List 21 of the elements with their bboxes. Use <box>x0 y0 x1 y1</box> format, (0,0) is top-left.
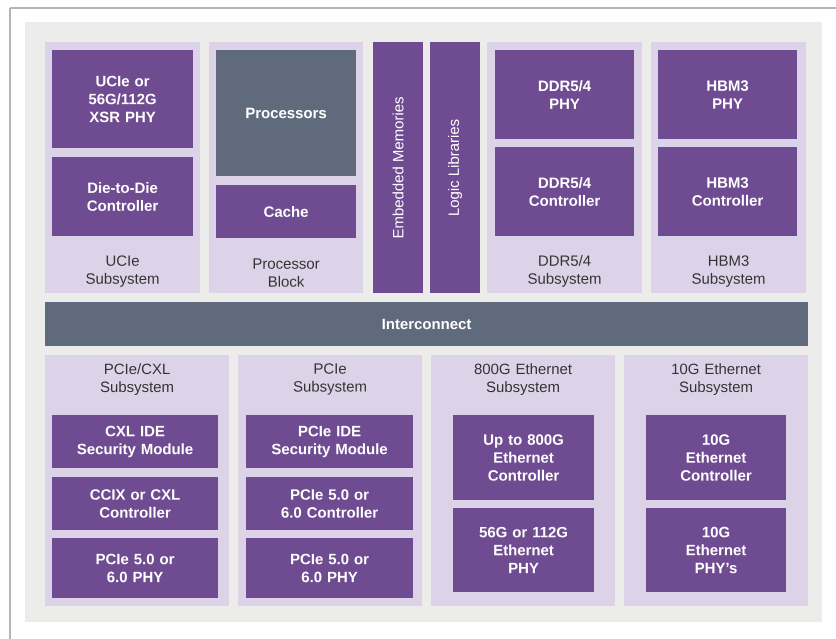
ip-block: PCIe IDE Security Module <box>246 415 413 468</box>
ip-block: Die-to-Die Controller <box>52 157 193 236</box>
ip-block: 56G or 112G Ethernet PHY <box>453 508 594 592</box>
ip-block: UCIe or 56G/112G XSR PHY <box>52 50 193 148</box>
ip-block: DDR5/4 PHY <box>495 50 634 139</box>
ip-block: PCIe 5.0 or 6.0 Controller <box>246 477 413 530</box>
ip-block: Interconnect <box>45 302 808 346</box>
ip-block: Cache <box>216 185 356 238</box>
ip-block: 10G Ethernet PHY’s <box>646 508 786 592</box>
ip-block: 10G Ethernet Controller <box>646 415 786 500</box>
ip-block: HBM3 PHY <box>658 50 797 139</box>
ip-block: HBM3 Controller <box>658 147 797 236</box>
ip-block: Processors <box>216 50 356 176</box>
ip-block: DDR5/4 Controller <box>495 147 634 236</box>
ip-block: CCIX or CXL Controller <box>52 477 218 530</box>
ip-block: PCIe 5.0 or 6.0 PHY <box>246 538 413 598</box>
ip-block: CXL IDE Security Module <box>52 415 218 468</box>
ip-block: Up to 800G Ethernet Controller <box>453 415 594 500</box>
ip-block: PCIe 5.0 or 6.0 PHY <box>52 538 218 598</box>
ip-bar: Logic Libraries <box>430 42 480 293</box>
ip-bar: Embedded Memories <box>373 42 423 293</box>
